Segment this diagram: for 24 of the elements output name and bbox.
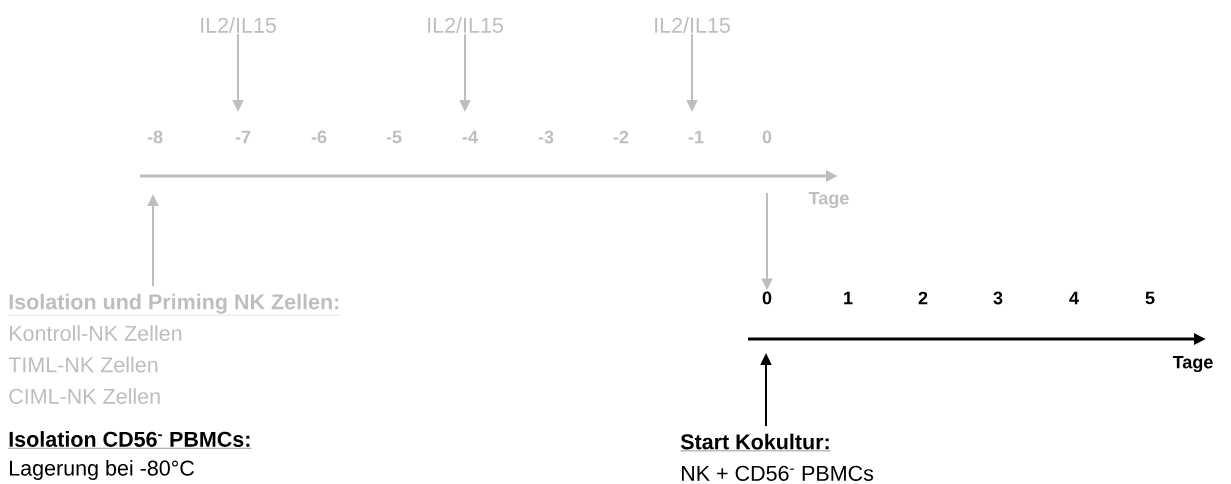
annotation-text: IL2/IL15: [201, 17, 276, 33]
note: Lagerung bei -80°C: [9, 460, 195, 480]
tick-label: 3: [993, 291, 1003, 305]
tick-label: 4: [1069, 291, 1079, 305]
heading: Isolation CD56$^{-}$ PBMCs:: [8, 431, 252, 449]
tick-label: 0: [762, 130, 772, 144]
tick-label: 1: [844, 291, 853, 305]
tick-label: -5: [386, 130, 402, 144]
tick-label: 5: [1145, 291, 1155, 305]
axis-label: Tage: [808, 191, 849, 209]
axis-label: Tage: [1172, 355, 1213, 373]
tick-label: -3: [538, 130, 554, 144]
tick-label: 0: [762, 291, 772, 305]
annotation-text: IL2/IL15: [428, 17, 503, 33]
annotation-text: IL2/IL15: [655, 17, 730, 33]
text-block: Isolation und Priming NK Zellen: Kontroll-NK Zellen TIML-NK Zellen CIML-NK Zellen: [8, 293, 341, 404]
tick-label: 2: [918, 291, 928, 305]
tick-label: -6: [311, 130, 327, 144]
tick-label: -1: [688, 130, 704, 144]
tick-label: -8: [147, 130, 163, 144]
tick-label: -2: [613, 130, 629, 144]
text-block: Start Kokultur: NK + CD56$^{-}$ PBMCs: [680, 433, 874, 481]
tick-label: -4: [462, 130, 478, 144]
tick-label: -7: [235, 130, 251, 144]
